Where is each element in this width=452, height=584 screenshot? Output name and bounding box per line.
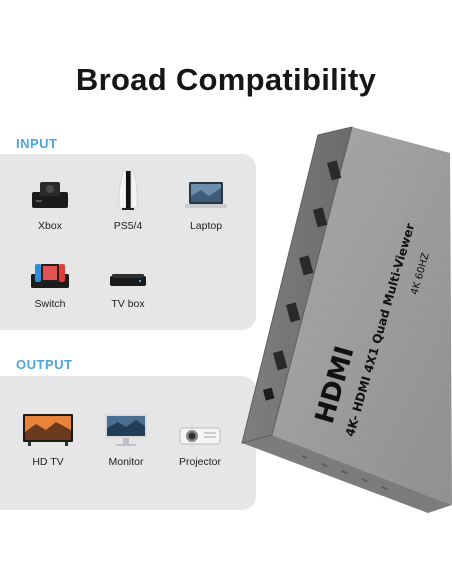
tv-box-icon: [88, 254, 168, 290]
multi-viewer-device: HDMI 4K- HDMI 4X1 Quad Multi-Viewer 4K 6…: [232, 125, 452, 515]
device-label: Projector: [178, 456, 221, 468]
device-label: Monitor: [108, 456, 144, 468]
device-tv-box: TV box: [88, 254, 168, 310]
input-panel: Xbox PS5/4 Laptop: [0, 154, 256, 330]
port-panel: [242, 127, 352, 443]
hdmi-ports: [263, 160, 342, 401]
device-switch: Switch: [10, 254, 90, 310]
projector-icon: [160, 412, 240, 448]
page-title: Broad Compatibility: [75, 62, 377, 97]
device-label: Laptop: [189, 220, 223, 232]
switch-icon: [10, 254, 90, 290]
ps5-icon: [88, 168, 168, 212]
device-label: Switch: [34, 298, 66, 310]
hd-tv-icon: [8, 412, 88, 448]
monitor-icon: [86, 412, 166, 448]
device-monitor: Monitor: [86, 412, 166, 468]
output-panel: HD TV Monitor Projector: [0, 376, 256, 510]
device-xbox: Xbox: [10, 176, 90, 232]
device-label: HD TV: [32, 456, 64, 468]
output-section-label: OUTPUT: [16, 357, 73, 372]
device-label: Xbox: [38, 220, 62, 232]
device-label: TV box: [111, 298, 145, 310]
input-section-label: INPUT: [16, 136, 58, 151]
device-laptop: Laptop: [166, 176, 246, 232]
top-face: [272, 127, 452, 505]
device-ps5: PS5/4: [88, 168, 168, 232]
xbox-icon: [10, 176, 90, 212]
laptop-icon: [166, 176, 246, 212]
device-projector: Projector: [160, 412, 240, 468]
device-hd-tv: HD TV: [8, 412, 88, 468]
device-label: PS5/4: [113, 220, 143, 232]
